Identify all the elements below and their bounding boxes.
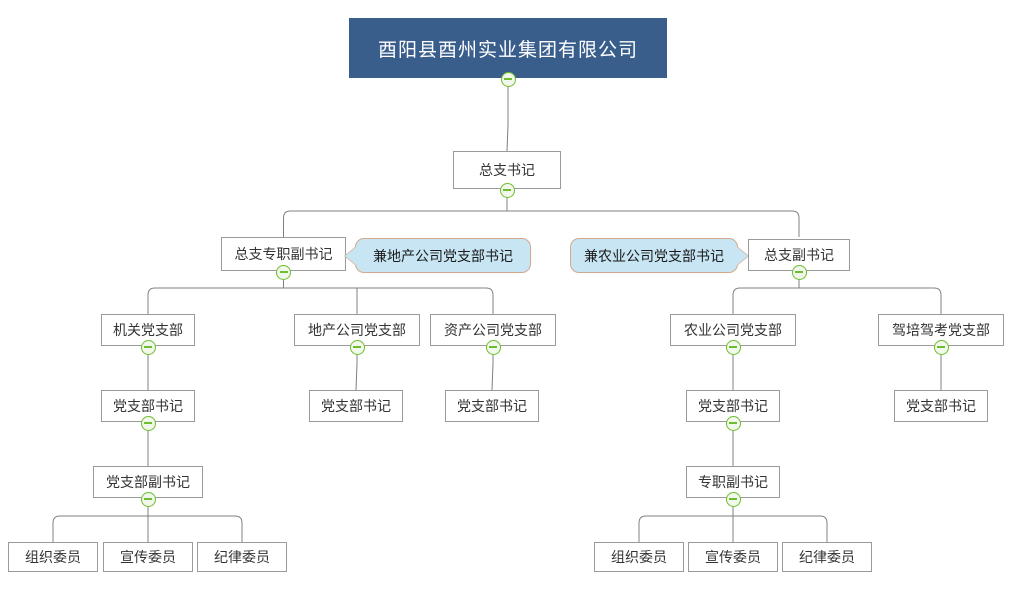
org-node-label: 宣传委员 xyxy=(120,550,176,566)
connector xyxy=(355,363,358,391)
connector xyxy=(283,210,800,237)
org-node-label: 总支书记 xyxy=(479,163,535,179)
connector xyxy=(506,124,509,152)
org-node[interactable]: 纪律委员 xyxy=(782,542,872,572)
org-node-label: 党支部书记 xyxy=(698,399,768,415)
callout-bubble[interactable]: 兼农业公司党支部书记 xyxy=(570,238,748,273)
org-node-label: 组织委员 xyxy=(611,550,667,566)
org-node-label: 纪律委员 xyxy=(799,550,855,566)
org-node-label: 党支部书记 xyxy=(113,399,183,415)
org-node-label: 组织委员 xyxy=(25,550,81,566)
connector xyxy=(491,363,494,391)
org-node[interactable]: 驾培驾考党支部 xyxy=(878,314,1004,346)
org-node[interactable]: 党支部书记 xyxy=(309,390,403,422)
org-node[interactable]: 党支部书记 xyxy=(894,390,988,422)
collapse-minus-icon[interactable] xyxy=(485,339,501,355)
callout-label: 兼农业公司党支部书记 xyxy=(584,248,724,265)
org-node[interactable]: 组织委员 xyxy=(8,542,98,572)
org-node-label: 党支部书记 xyxy=(906,399,976,415)
org-node-label: 总支副书记 xyxy=(764,248,834,264)
org-node-label: 专职副书记 xyxy=(698,475,768,491)
org-node-label: 总支专职副书记 xyxy=(234,247,333,263)
org-node[interactable]: 宣传委员 xyxy=(688,542,778,572)
org-node[interactable]: 党支部书记 xyxy=(101,390,195,422)
collapse-minus-icon[interactable] xyxy=(725,339,741,355)
collapse-minus-icon[interactable] xyxy=(499,182,515,198)
org-node[interactable]: 党支部书记 xyxy=(445,390,539,422)
org-node[interactable]: 专职副书记 xyxy=(686,466,780,498)
org-node-label: 党支部书记 xyxy=(457,399,527,415)
org-node-label: 酉阳县酉州实业集团有限公司 xyxy=(377,38,638,61)
collapse-minus-icon[interactable] xyxy=(725,415,741,431)
org-node[interactable]: 组织委员 xyxy=(594,542,684,572)
callout-bubble[interactable]: 兼地产公司党支部书记 xyxy=(345,238,531,273)
org-node-label: 农业公司党支部 xyxy=(684,323,782,339)
callout-pointer-right xyxy=(737,246,748,265)
org-node[interactable]: 资产公司党支部 xyxy=(430,314,556,346)
org-root-node[interactable]: 酉阳县酉州实业集团有限公司 xyxy=(349,18,667,78)
org-node[interactable]: 纪律委员 xyxy=(197,542,287,572)
org-node-label: 宣传委员 xyxy=(705,550,761,566)
org-node-label: 党支部书记 xyxy=(321,399,391,415)
org-node[interactable]: 机关党支部 xyxy=(101,314,195,346)
org-node-label: 纪律委员 xyxy=(214,550,270,566)
collapse-minus-icon[interactable] xyxy=(500,71,516,87)
org-node-label: 资产公司党支部 xyxy=(444,323,542,339)
collapse-minus-icon[interactable] xyxy=(933,339,949,355)
org-node-label: 机关党支部 xyxy=(113,323,183,339)
callout-pointer-left xyxy=(345,246,356,265)
org-node-label: 党支部副书记 xyxy=(106,475,190,491)
collapse-minus-icon[interactable] xyxy=(791,264,807,280)
collapse-minus-icon[interactable] xyxy=(140,339,156,355)
collapse-minus-icon[interactable] xyxy=(725,491,741,507)
connector xyxy=(147,287,494,314)
connector xyxy=(732,287,942,314)
org-node-label: 地产公司党支部 xyxy=(308,323,406,339)
callout-label: 兼地产公司党支部书记 xyxy=(373,248,513,265)
collapse-minus-icon[interactable] xyxy=(140,491,156,507)
org-node[interactable]: 宣传委员 xyxy=(103,542,193,572)
collapse-minus-icon[interactable] xyxy=(276,264,291,280)
org-node-label: 驾培驾考党支部 xyxy=(892,323,990,339)
collapse-minus-icon[interactable] xyxy=(349,339,365,355)
collapse-minus-icon[interactable] xyxy=(140,415,156,431)
